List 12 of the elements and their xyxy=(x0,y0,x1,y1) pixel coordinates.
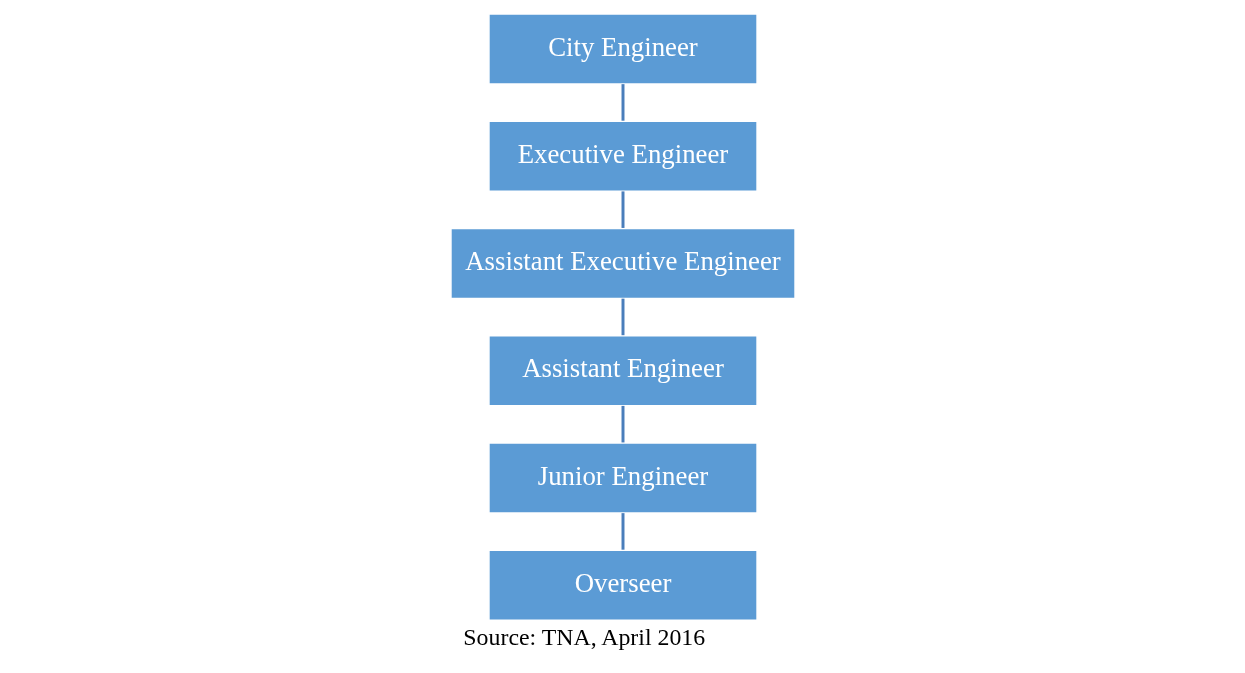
caption: Source: TNA, April 2016 xyxy=(462,624,705,651)
connector xyxy=(621,191,624,228)
node-box: Overseer xyxy=(487,549,758,621)
node-box: Executive Engineer xyxy=(487,120,758,192)
connector xyxy=(621,513,624,550)
node-box: Assistant Executive Engineer xyxy=(449,227,796,300)
connector xyxy=(621,298,624,336)
node-box: Assistant Engineer xyxy=(487,335,758,407)
connector xyxy=(621,405,624,443)
node-box: Junior Engineer xyxy=(487,442,758,514)
connector xyxy=(621,84,624,121)
node-box: City Engineer xyxy=(487,13,758,85)
